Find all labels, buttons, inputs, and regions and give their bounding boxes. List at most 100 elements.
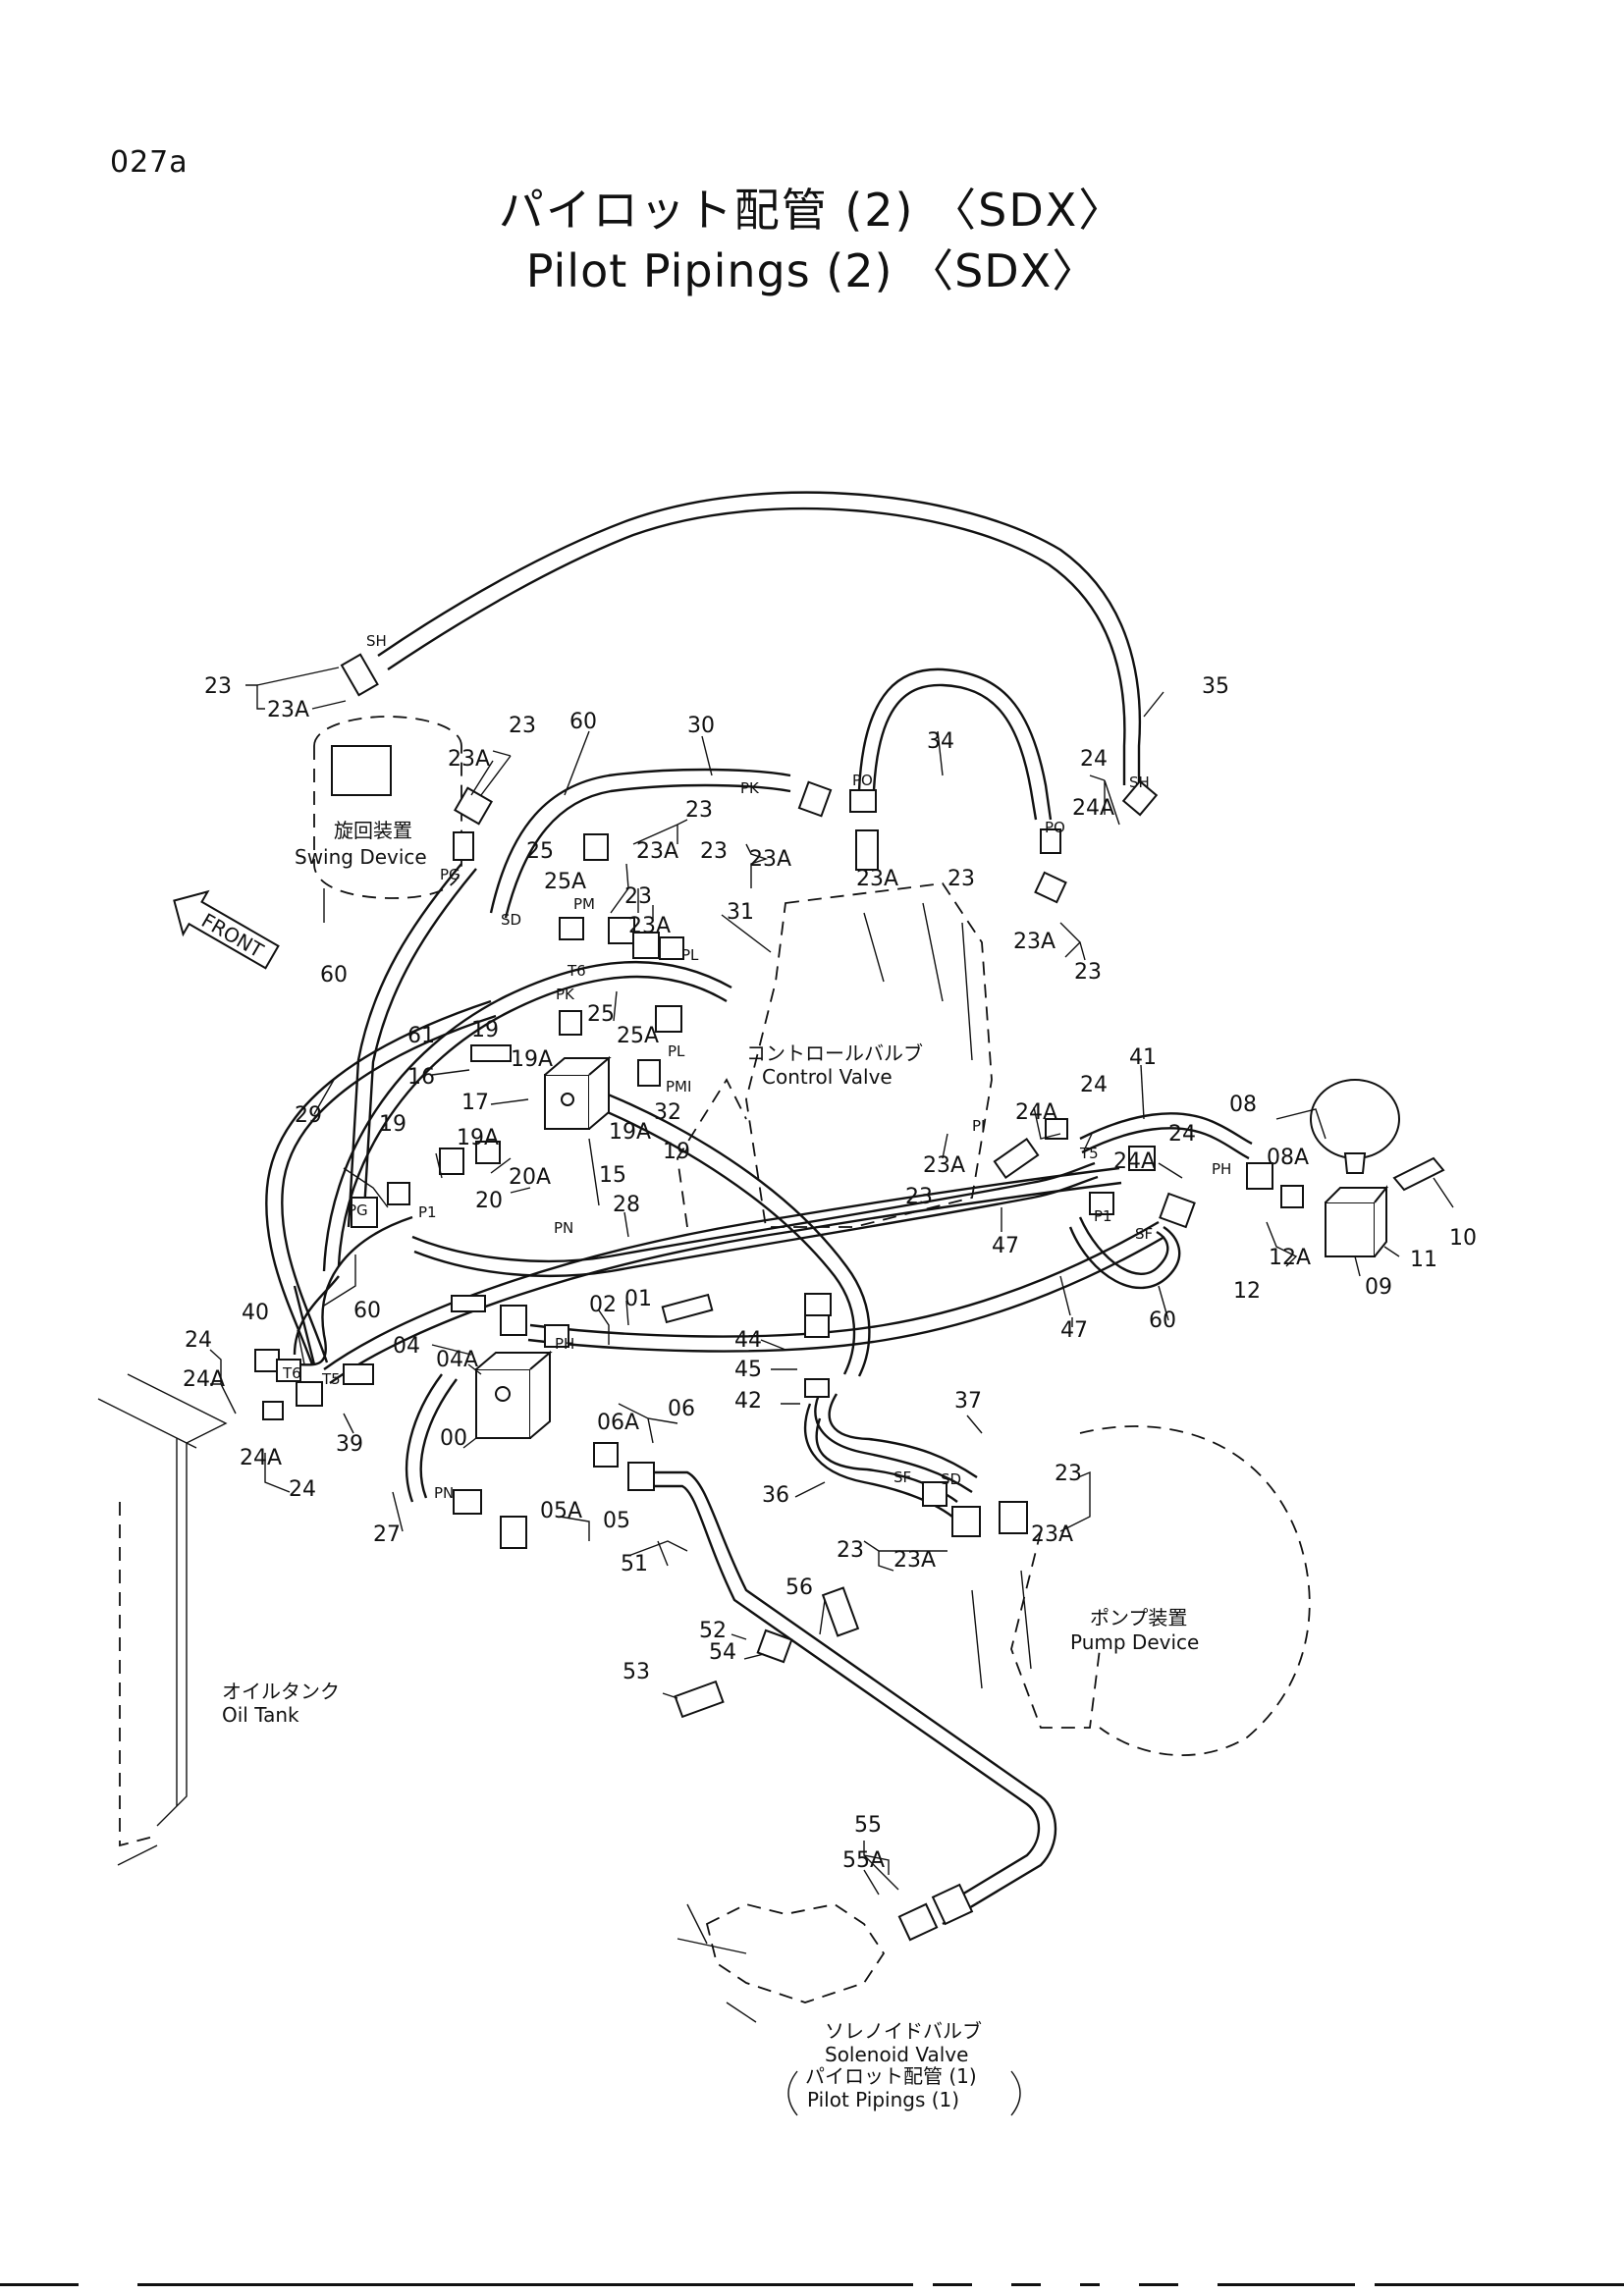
caption-control-valve-en: Control Valve — [762, 1065, 893, 1089]
port-label: SD — [501, 911, 521, 929]
label-part: 12 — [1233, 1279, 1261, 1304]
swing-device — [313, 716, 462, 923]
label-part: 42 — [734, 1389, 762, 1414]
label-part: 41 — [1129, 1045, 1157, 1070]
port-label: PM — [573, 895, 595, 913]
label-part: 24 — [1168, 1122, 1196, 1147]
port-label: PK — [740, 779, 760, 797]
pipe-51 — [638, 1470, 1057, 1926]
title-japanese: パイロット配管 (2) 〈SDX〉 — [498, 184, 1126, 237]
label-part: 34 — [927, 729, 954, 754]
label-part: 04A — [436, 1348, 478, 1372]
label-part: 23 — [947, 867, 975, 891]
label-part: 53 — [623, 1660, 650, 1684]
title-english: Pilot Pipings (2) 〈SDX〉 — [525, 244, 1099, 297]
port-label: SF — [1135, 1225, 1153, 1243]
port-label: PG — [440, 866, 460, 883]
port-label: P1 — [418, 1203, 437, 1221]
label-part: 40 — [242, 1301, 269, 1325]
hose-27 — [406, 1373, 458, 1503]
page-number: 027a — [110, 145, 189, 180]
label-part: 23 — [837, 1538, 864, 1563]
block-00 — [475, 1350, 553, 1439]
label-part: 23 — [905, 1185, 933, 1209]
label-part: 20A — [509, 1165, 551, 1190]
hose-40 — [293, 960, 732, 1365]
label-part: 23 — [204, 674, 232, 699]
label-part: 19A — [457, 1126, 499, 1150]
caption-pump-device-ja: ポンプ装置 — [1090, 1606, 1187, 1629]
label-part: 47 — [1060, 1318, 1088, 1343]
caption-pump-device-en: Pump Device — [1070, 1630, 1199, 1654]
port-label: PL — [681, 946, 699, 964]
label-part: 24A — [240, 1446, 282, 1470]
label-part: 05A — [540, 1499, 582, 1523]
port-label: T6 — [567, 962, 586, 980]
label-part: 60 — [1149, 1308, 1176, 1333]
label-part: 23 — [624, 884, 652, 909]
solenoid-valve — [677, 1903, 886, 2023]
port-label: P1 — [1094, 1207, 1112, 1225]
label-part: 08A — [1267, 1146, 1309, 1170]
label-part: 39 — [336, 1432, 363, 1457]
label-part: 32 — [654, 1100, 681, 1125]
label-part: 09 — [1365, 1275, 1392, 1300]
label-part: 04 — [393, 1334, 420, 1359]
label-part: 20 — [475, 1189, 503, 1213]
port-label: T5 — [1079, 1145, 1099, 1162]
port-label: SD — [941, 1470, 961, 1488]
label-part: 29 — [295, 1103, 322, 1128]
label-part: 10 — [1449, 1226, 1477, 1251]
label-part: 23A — [628, 914, 671, 938]
label-part: 23A — [448, 747, 490, 772]
hose-41 — [1079, 1112, 1253, 1160]
label-part: 24A — [1113, 1149, 1156, 1174]
label-part: 11 — [1410, 1248, 1437, 1272]
front-arrow: FRONT — [173, 889, 280, 970]
label-part: 56 — [785, 1575, 813, 1600]
label-part: 51 — [621, 1552, 648, 1576]
caption-solenoid-valve-ja: ソレノイドバルブ — [825, 2019, 982, 2043]
port-label: SH — [366, 632, 387, 650]
fittings — [254, 653, 1304, 1942]
label-part: 25 — [587, 1002, 615, 1027]
label-part: 35 — [1202, 674, 1229, 699]
label-part: 44 — [734, 1328, 762, 1353]
label-part: 16 — [407, 1065, 435, 1090]
label-part: 24A — [1072, 796, 1114, 821]
label-part: 24 — [289, 1477, 316, 1502]
port-label: SF — [893, 1468, 911, 1486]
label-part: 60 — [320, 963, 348, 988]
port-label: PO — [1045, 819, 1065, 836]
port-label: PO — [852, 772, 873, 789]
label-part: 60 — [569, 710, 597, 734]
port-label: PG — [348, 1201, 368, 1219]
label-part: 23A — [923, 1153, 965, 1178]
port-label: PN — [434, 1484, 454, 1502]
footer-rule — [0, 2283, 1624, 2287]
label-part: 19A — [511, 1047, 553, 1072]
label-part: 15 — [599, 1163, 626, 1188]
label-part: 24A — [1015, 1100, 1057, 1125]
label-part: 23 — [685, 798, 713, 823]
hose-29 — [265, 999, 497, 1365]
oil-tank — [97, 1373, 228, 1866]
label-part: 19A — [609, 1120, 651, 1145]
caption-solenoid-ref-en: Pilot Pipings (1) — [807, 2088, 959, 2111]
port-label: PI — [972, 1117, 985, 1135]
label-part: 24 — [1080, 747, 1108, 772]
port-labels: SH PK PO PO SH PG SD PM PL T6 PK PL PG P… — [282, 632, 1231, 1502]
port-label: PH — [1212, 1160, 1231, 1178]
label-part: 45 — [734, 1358, 762, 1382]
label-part: 23 — [1055, 1462, 1082, 1486]
part-number-labels: 23 23A 23 23A 60 30 34 35 24 24A 23 23A … — [183, 674, 1477, 1873]
label-part: 05 — [603, 1509, 630, 1533]
label-part: 19 — [663, 1140, 690, 1164]
label-part: 23A — [893, 1548, 936, 1573]
label-part: 25A — [617, 1024, 659, 1048]
block-15 — [544, 1055, 612, 1130]
label-part: 24 — [1080, 1073, 1108, 1097]
label-part: 23A — [1013, 930, 1056, 954]
label-part: 23 — [1074, 960, 1102, 985]
